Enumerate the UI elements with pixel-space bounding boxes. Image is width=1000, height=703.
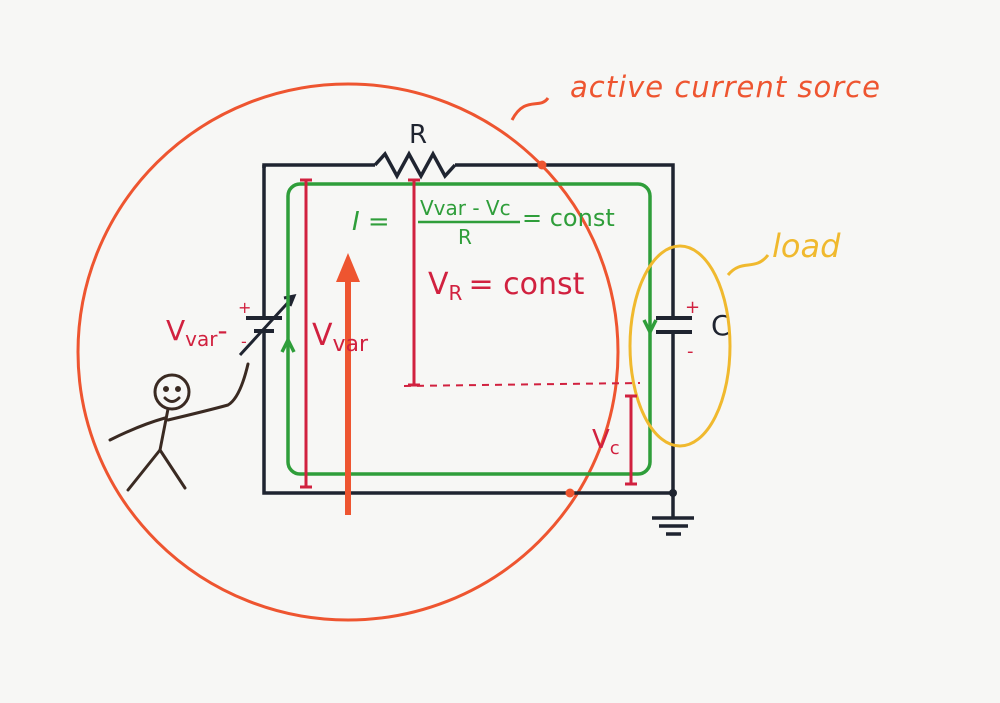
vc-label: Vc (592, 425, 620, 459)
source-voltage-label: Vvar- (166, 314, 228, 351)
vvar-label: Vvar (312, 318, 369, 357)
voltage-markers (300, 178, 641, 489)
source-plus-sign: + (238, 298, 251, 317)
active-source-label: active current sorce (570, 70, 881, 104)
capacitor-symbol (656, 316, 692, 334)
active-source-outline (76, 82, 620, 622)
capacitor-label: C (711, 309, 731, 342)
source-voltage-arrow (336, 253, 360, 515)
vr-equation: VR= const (428, 267, 585, 305)
active-source-pointer (510, 96, 550, 121)
load-pointer (726, 254, 770, 277)
load-label: load (772, 227, 841, 265)
resistor-symbol (373, 150, 457, 180)
capacitor-minus-sign: - (687, 341, 694, 362)
resistor-label: R (409, 120, 427, 150)
formula-denominator: R (458, 225, 472, 249)
ground-node-dot (669, 489, 677, 497)
formula-lhs: I = (352, 207, 390, 237)
source-minus-sign: - (241, 332, 247, 351)
current-arrow-down (642, 319, 658, 336)
formula-rhs: = const (522, 204, 615, 232)
junction-dot (565, 488, 575, 498)
load-outline (628, 244, 732, 448)
formula-numerator: Vvar - Vc (420, 196, 511, 220)
circuit-wires (262, 150, 694, 536)
capacitor-plus-sign: + (685, 297, 700, 318)
current-arrow-up (280, 336, 296, 353)
junction-dot (537, 160, 547, 170)
stick-figure (108, 362, 250, 492)
